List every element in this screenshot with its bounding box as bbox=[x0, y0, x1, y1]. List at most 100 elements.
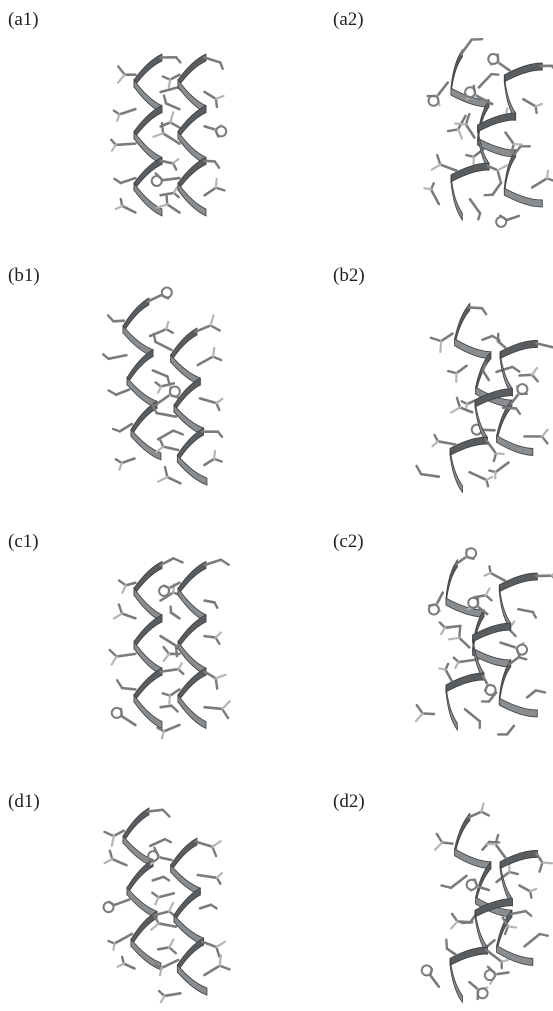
side-chain-stick bbox=[163, 75, 180, 88]
panel-label-b2: (b2) bbox=[333, 266, 365, 285]
side-chain-stick bbox=[204, 451, 221, 465]
helix-ribbon-segment bbox=[134, 106, 162, 139]
side-chain-stick bbox=[429, 593, 443, 615]
side-chain-stick bbox=[114, 109, 136, 121]
side-chain-stick bbox=[109, 934, 132, 950]
helix-ribbon-segment bbox=[174, 888, 200, 922]
panel-label-b1: (b1) bbox=[8, 266, 40, 285]
helix-b bbox=[422, 835, 552, 1002]
helix-ribbon-segment bbox=[123, 808, 149, 843]
side-chain-stick bbox=[103, 354, 126, 358]
side-chain-stick bbox=[118, 957, 135, 969]
side-chain-stick bbox=[469, 307, 487, 314]
helix-ribbon-segment bbox=[178, 157, 206, 190]
helix-ribbon-segment bbox=[178, 615, 206, 649]
helix-ribbon-segment bbox=[450, 437, 487, 455]
side-chain-stick bbox=[118, 66, 135, 82]
side-chain-stick bbox=[205, 701, 230, 718]
side-chain-stick bbox=[205, 125, 227, 136]
helix-ribbon-segment bbox=[178, 183, 206, 216]
side-chain-stick bbox=[442, 876, 467, 888]
side-chain-stick bbox=[416, 466, 438, 477]
side-chain-stick bbox=[161, 558, 183, 565]
side-chain-stick bbox=[520, 368, 538, 381]
side-chain-stick bbox=[205, 672, 226, 689]
side-chain-stick bbox=[156, 903, 177, 917]
helix-ribbon-segment bbox=[446, 673, 484, 692]
helix-ribbon-segment bbox=[451, 50, 462, 95]
side-chain-stick bbox=[520, 886, 537, 898]
side-chain-stick bbox=[479, 74, 498, 87]
side-chain-stick bbox=[161, 159, 179, 170]
panel-label-d1: (d1) bbox=[8, 792, 40, 811]
panel-label-c2: (c2) bbox=[333, 532, 364, 551]
helix-ribbon-segment bbox=[177, 965, 207, 995]
helix-ribbon-segment bbox=[134, 183, 162, 216]
side-chain-stick bbox=[440, 622, 461, 634]
panel-label-a2: (a2) bbox=[333, 10, 364, 29]
helix-left bbox=[103, 288, 183, 470]
side-chain-stick bbox=[416, 705, 434, 721]
side-chain-stick bbox=[465, 709, 480, 728]
helix-left bbox=[110, 558, 184, 728]
helix-ribbon-segment bbox=[451, 163, 489, 182]
side-chain-stick bbox=[116, 458, 135, 469]
helix-ribbon-segment bbox=[134, 54, 162, 87]
side-chain-stick bbox=[152, 173, 180, 186]
side-chain-stick bbox=[171, 607, 180, 619]
side-chain-stick bbox=[497, 367, 520, 372]
helix-ribbon-segment bbox=[178, 695, 206, 729]
side-chain-stick bbox=[117, 680, 135, 689]
side-chain-stick bbox=[432, 435, 455, 446]
helix-ribbon-segment bbox=[134, 668, 162, 702]
side-chain-stick bbox=[157, 439, 179, 452]
side-chain-stick bbox=[200, 905, 217, 909]
side-chain-stick bbox=[148, 848, 171, 864]
panel-label-c1: (c1) bbox=[8, 532, 39, 551]
side-chain-stick bbox=[105, 831, 124, 846]
helix-ribbon-segment bbox=[178, 106, 206, 139]
structure-panel-2 bbox=[424, 39, 553, 227]
side-chain-stick bbox=[485, 183, 502, 196]
helix-right bbox=[157, 560, 229, 739]
helix-left bbox=[104, 808, 177, 970]
side-chain-stick bbox=[483, 676, 496, 695]
helix-a bbox=[431, 303, 548, 478]
side-chain-stick bbox=[422, 965, 439, 986]
helix-ribbon-segment bbox=[123, 298, 149, 333]
side-chain-stick bbox=[158, 431, 183, 440]
structure-panel-8 bbox=[422, 804, 552, 1003]
side-chain-stick bbox=[448, 116, 465, 139]
side-chain-stick bbox=[205, 92, 224, 107]
side-chain-stick bbox=[484, 566, 505, 580]
side-chain-stick bbox=[498, 726, 514, 735]
side-chain-stick bbox=[424, 183, 439, 204]
side-chain-stick bbox=[205, 58, 223, 69]
side-chain-stick bbox=[158, 467, 180, 483]
side-chain-stick bbox=[198, 348, 221, 365]
side-chain-stick bbox=[164, 96, 179, 110]
side-chain-stick bbox=[527, 690, 545, 697]
helix-b bbox=[416, 566, 553, 730]
side-chain-stick bbox=[488, 165, 507, 181]
side-chain-stick bbox=[446, 940, 455, 955]
side-chain-stick bbox=[525, 430, 548, 444]
side-chain-stick bbox=[428, 83, 448, 106]
side-chain-stick bbox=[523, 99, 541, 113]
side-chain-stick bbox=[161, 112, 180, 128]
helix-ribbon-segment bbox=[446, 685, 457, 730]
side-chain-stick bbox=[525, 934, 548, 946]
side-chain-stick bbox=[532, 171, 553, 188]
helix-ribbon-segment bbox=[134, 615, 162, 649]
side-chain-stick bbox=[161, 57, 181, 62]
side-chain-stick bbox=[158, 940, 176, 954]
helix-ribbon-segment bbox=[455, 339, 491, 359]
helix-ribbon-segment bbox=[497, 435, 533, 455]
side-chain-stick bbox=[501, 643, 527, 656]
side-chain-stick bbox=[204, 955, 229, 975]
side-chain-stick bbox=[151, 915, 176, 930]
side-chain-stick bbox=[469, 804, 489, 818]
side-chain-stick bbox=[205, 179, 225, 195]
side-chain-stick bbox=[470, 472, 493, 486]
side-chain-stick bbox=[470, 199, 480, 219]
